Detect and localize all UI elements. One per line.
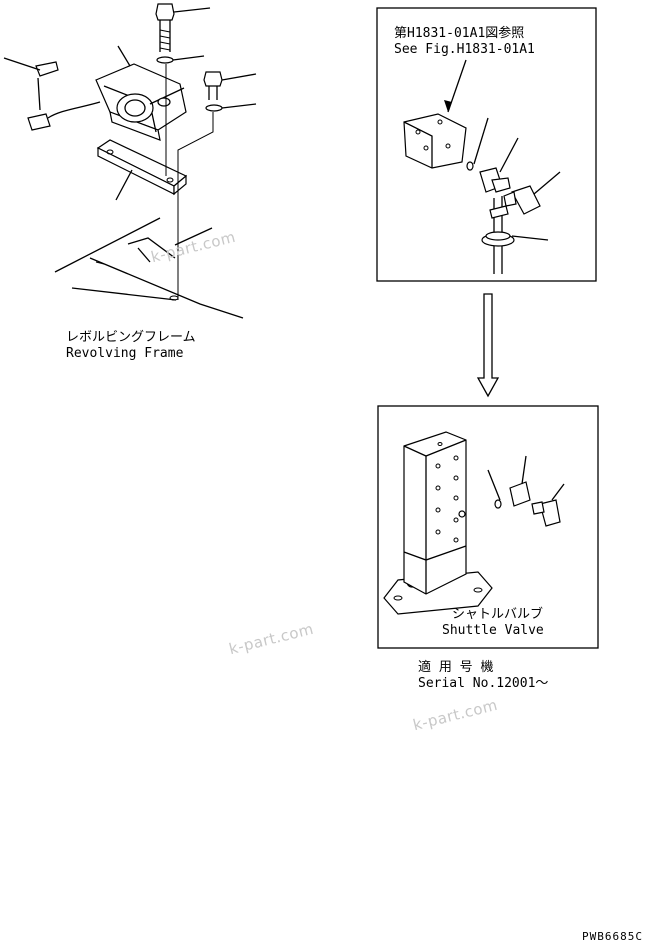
frame-label-en: Revolving Frame <box>66 346 184 361</box>
valve-label-en: Shuttle Valve <box>442 623 544 638</box>
mounting-bolt-long <box>155 3 211 52</box>
valve-label-jp: シャトルバルブ <box>452 607 544 622</box>
wire-harness <box>3 57 101 131</box>
serial-label-en: Serial No.12001～ <box>418 676 549 691</box>
reference-box <box>376 7 597 282</box>
reference-label-jp: 第H1831-01A1図参照 <box>394 26 525 41</box>
mounting-bolt-short <box>203 71 257 112</box>
frame-label-jp: レボルビングフレーム <box>66 330 196 345</box>
buzzer-unit <box>95 45 187 141</box>
mounting-bracket <box>96 139 188 201</box>
assembly-center-lines <box>165 64 214 300</box>
reference-label-en: See Fig.H1831-01A1 <box>394 42 535 57</box>
washer-top <box>156 55 205 64</box>
drawing-code: PWB6685C <box>582 930 643 943</box>
down-arrow <box>476 293 500 398</box>
shuttle-valve-box <box>377 405 599 649</box>
serial-label-jp: 適 用 号 機 <box>418 660 494 675</box>
revolving-frame-outline <box>54 217 244 319</box>
